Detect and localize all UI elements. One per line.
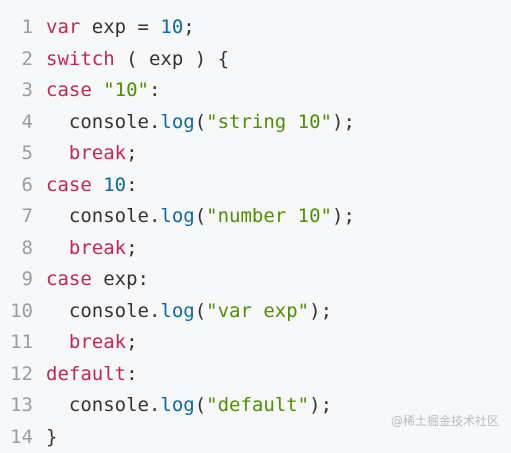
line-number: 11 <box>0 327 46 359</box>
code-token: console. <box>46 390 160 422</box>
code-token: ; <box>126 138 137 170</box>
code-token: break <box>69 138 126 170</box>
code-token: ); <box>332 107 355 139</box>
code-token: "default" <box>206 390 309 422</box>
line-number: 6 <box>0 170 46 202</box>
code-token: break <box>69 327 126 359</box>
code-token: log <box>160 201 194 233</box>
code-token: ; <box>183 12 194 44</box>
code-token: ); <box>309 296 332 328</box>
line-number: 10 <box>0 296 46 328</box>
code-token: "string 10" <box>206 107 332 139</box>
code-token: switch <box>46 44 115 76</box>
code-line: 10 console.log("var exp"); <box>0 296 332 328</box>
code-token: var <box>46 12 80 44</box>
code-token: log <box>160 107 194 139</box>
code-token: case <box>46 75 92 107</box>
code-token: exp: <box>92 264 149 296</box>
code-token: ( <box>195 296 206 328</box>
code-line: 4 console.log("string 10"); <box>0 107 355 139</box>
watermark: @稀土掘金技术社区 <box>391 412 499 429</box>
code-token: ( exp ) { <box>115 44 229 76</box>
code-line: 11 break; <box>0 327 138 359</box>
line-number: 1 <box>0 12 46 44</box>
code-token: case <box>46 170 92 202</box>
code-token <box>46 138 69 170</box>
code-token: ( <box>195 390 206 422</box>
code-token <box>92 170 103 202</box>
code-line: 8 break; <box>0 233 138 265</box>
code-line: 5 break; <box>0 138 138 170</box>
code-token: console. <box>46 201 160 233</box>
code-token: ; <box>126 233 137 265</box>
code-token: ); <box>309 390 332 422</box>
code-token: : <box>149 75 160 107</box>
line-number: 7 <box>0 201 46 233</box>
code-line: 13 console.log("default"); <box>0 390 332 422</box>
line-number: 14 <box>0 422 46 453</box>
line-number: 13 <box>0 390 46 422</box>
code-token: 10 <box>160 12 183 44</box>
line-number: 9 <box>0 264 46 296</box>
code-token: } <box>46 422 57 453</box>
code-token: exp = <box>80 12 160 44</box>
code-token: "var exp" <box>206 296 309 328</box>
code-token: ( <box>195 201 206 233</box>
code-token: 10 <box>103 170 126 202</box>
line-number: 4 <box>0 107 46 139</box>
code-token <box>46 233 69 265</box>
line-number: 12 <box>0 359 46 391</box>
code-token: "number 10" <box>206 201 332 233</box>
code-token: break <box>69 233 126 265</box>
line-number: 8 <box>0 233 46 265</box>
code-line: 7 console.log("number 10"); <box>0 201 355 233</box>
code-token: default <box>46 359 126 391</box>
code-token: case <box>46 264 92 296</box>
code-token: ); <box>332 201 355 233</box>
line-number: 2 <box>0 44 46 76</box>
code-line: 14} <box>0 422 57 453</box>
code-token: "10" <box>103 75 149 107</box>
code-token <box>46 327 69 359</box>
code-token: ; <box>126 327 137 359</box>
line-number: 3 <box>0 75 46 107</box>
code-token: log <box>160 390 194 422</box>
code-token: console. <box>46 107 160 139</box>
code-token: : <box>126 359 137 391</box>
code-token: ( <box>195 107 206 139</box>
code-token: console. <box>46 296 160 328</box>
code-token: log <box>160 296 194 328</box>
code-token: : <box>126 170 137 202</box>
line-number: 5 <box>0 138 46 170</box>
code-token <box>92 75 103 107</box>
